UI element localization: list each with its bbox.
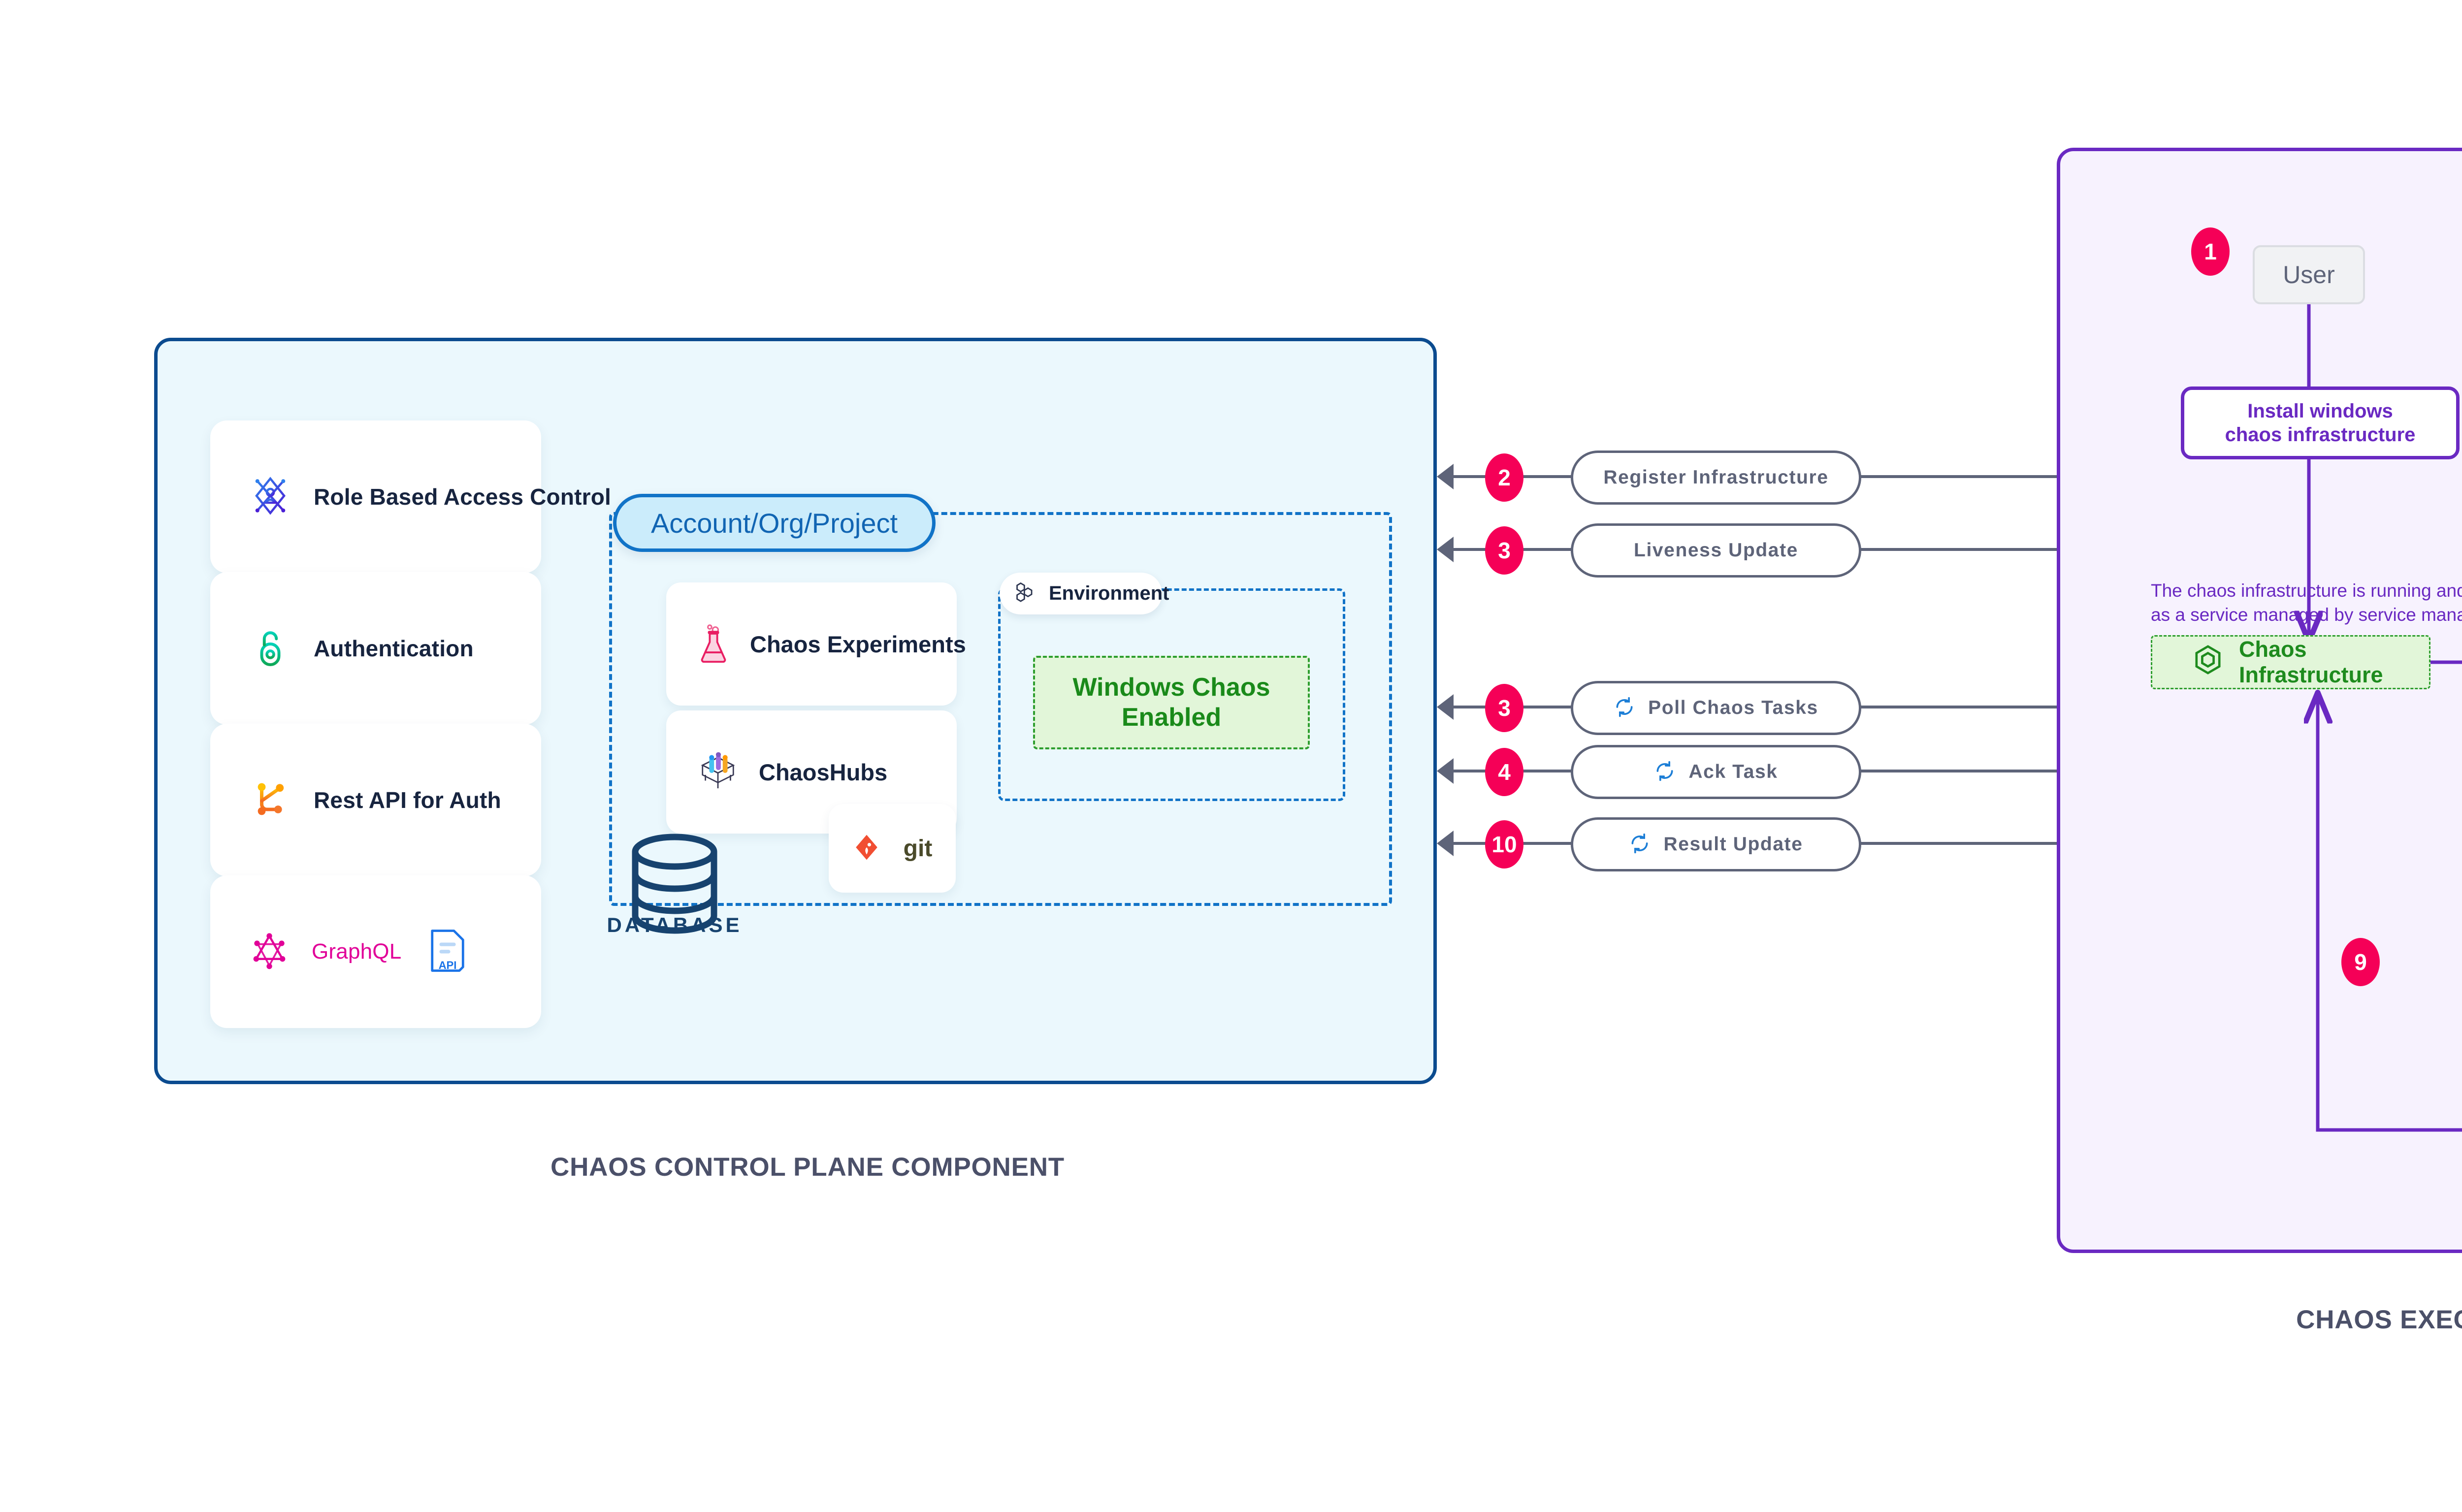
- environment-boundary: [998, 588, 1345, 801]
- account-scope-label: Account/Org/Project: [650, 507, 898, 539]
- step-badge-9: 9: [2341, 938, 2380, 986]
- account-org-project-chip[interactable]: Account/Org/Project: [613, 494, 936, 552]
- connector-label: Poll Chaos Tasks: [1648, 697, 1818, 718]
- service-card-graphql[interactable]: GraphQL API: [210, 875, 541, 1028]
- sync-icon: [1654, 760, 1676, 784]
- flask-icon: [697, 623, 730, 665]
- card-chaos-experiments[interactable]: Chaos Experiments: [666, 582, 966, 706]
- user-label: User: [2283, 261, 2335, 289]
- api-document-icon: API: [429, 928, 466, 976]
- arrow-left-icon: [1437, 758, 1454, 784]
- rest-api-icon: [250, 778, 291, 822]
- service-card-authentication[interactable]: Authentication: [210, 572, 541, 725]
- step-badge: 2: [1485, 453, 1523, 502]
- service-card-rbac[interactable]: Role Based Access Control: [210, 420, 611, 573]
- graphql-icon: [250, 931, 289, 973]
- arrow-left-icon: [1437, 537, 1454, 562]
- lock-icon: [250, 627, 291, 671]
- git-icon: [852, 833, 881, 864]
- environment-chip[interactable]: Environment: [1000, 573, 1169, 614]
- database-label: DATABASE: [607, 913, 743, 936]
- hexagon-icon: [2194, 644, 2222, 680]
- service-label: Role Based Access Control: [314, 484, 612, 510]
- connector-row-ack-task: 4 Ack Task: [1437, 745, 2060, 799]
- chaos-infrastructure-note: The chaos infrastructure is running and …: [2151, 580, 2462, 625]
- test-tube-rack-icon: [697, 750, 739, 795]
- arrow-left-icon: [1437, 831, 1454, 856]
- arrow-left-icon: [1437, 694, 1454, 720]
- service-label: Rest API for Auth: [314, 787, 501, 813]
- execution-plane-title: CHAOS EXECUTION PLANE COMPONENT: [2296, 1305, 2462, 1334]
- step-badge: 3: [1485, 526, 1523, 575]
- sync-icon: [1629, 833, 1651, 857]
- service-label: GraphQL: [312, 939, 402, 964]
- environment-label: Environment: [1049, 582, 1169, 604]
- connector-label: Liveness Update: [1634, 540, 1798, 561]
- step-badge: 10: [1485, 820, 1523, 869]
- user-node[interactable]: User: [2253, 245, 2365, 304]
- connector-row-liveness-update: 3 Liveness Update: [1437, 523, 2060, 578]
- card-label: Chaos Experiments: [750, 631, 966, 657]
- step-badge: 3: [1485, 684, 1523, 732]
- connector-label: Ack Task: [1688, 761, 1778, 782]
- windows-chaos-enabled-status: Windows Chaos Enabled: [1033, 656, 1310, 749]
- chaos-infrastructure-node[interactable]: Chaos Infrastructure: [2151, 635, 2430, 689]
- account-scope-boundary: [609, 512, 1392, 906]
- install-windows-chaos-infrastructure-node[interactable]: Install windows chaos infrastructure: [2181, 386, 2460, 459]
- hexagon-cluster-icon: [1014, 580, 1038, 607]
- card-label: ChaosHubs: [759, 759, 888, 785]
- connector-pill-poll-chaos-tasks[interactable]: Poll Chaos Tasks: [1571, 681, 1861, 735]
- connector-row-register-infrastructure: 2 Register Infrastructure: [1437, 450, 2060, 505]
- connector-row-poll-chaos-tasks: 3 Poll Chaos Tasks: [1437, 681, 2060, 735]
- rbac-icon: [250, 475, 291, 519]
- service-label: Authentication: [314, 636, 474, 661]
- install-label: Install windows chaos infrastructure: [2225, 400, 2416, 446]
- control-plane-title: CHAOS CONTROL PLANE COMPONENT: [551, 1153, 1065, 1182]
- connector-row-result-update: 10 Result Update: [1437, 817, 2060, 871]
- connector-label: Register Infrastructure: [1603, 467, 1829, 488]
- connector-pill-register-infrastructure[interactable]: Register Infrastructure: [1571, 450, 1861, 505]
- chaos-execution-plane-panel: [2057, 148, 2462, 1253]
- step-badge-1: 1: [2191, 227, 2230, 276]
- database-icon: [586, 832, 763, 960]
- sync-icon: [1614, 696, 1635, 720]
- git-label: git: [903, 835, 933, 862]
- status-text: Windows Chaos Enabled: [1072, 673, 1270, 732]
- service-card-rest-api[interactable]: Rest API for Auth: [210, 724, 541, 876]
- connector-pill-liveness-update[interactable]: Liveness Update: [1571, 523, 1861, 578]
- step-badge: 4: [1485, 748, 1523, 796]
- connector-pill-ack-task[interactable]: Ack Task: [1571, 745, 1861, 799]
- arrow-left-icon: [1437, 464, 1454, 489]
- connector-label: Result Update: [1663, 834, 1803, 855]
- card-git[interactable]: git: [829, 804, 956, 893]
- chaos-infrastructure-label: Chaos Infrastructure: [2239, 637, 2383, 687]
- connector-pill-result-update[interactable]: Result Update: [1571, 817, 1861, 871]
- svg-text:API: API: [439, 959, 457, 971]
